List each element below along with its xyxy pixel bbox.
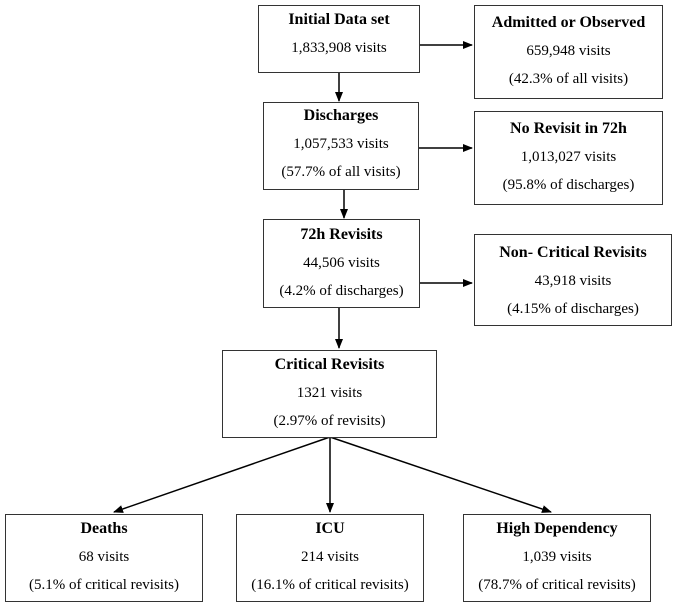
revisits-72h-box: 72h Revisits 44,506 visits (4.2% of disc… (263, 219, 420, 308)
discharges-box: Discharges 1,057,533 visits (57.7% of al… (263, 102, 419, 190)
box-count: 1,833,908 visits (291, 40, 387, 56)
box-percent: (57.7% of all visits) (281, 164, 401, 180)
initial-data-set-box: Initial Data set 1,833,908 visits (258, 5, 420, 73)
box-percent: (78.7% of critical revisits) (478, 577, 636, 593)
box-title: 72h Revisits (300, 226, 383, 243)
box-title: Deaths (80, 520, 128, 537)
box-count: 1,039 visits (522, 549, 592, 565)
box-title: ICU (315, 520, 345, 537)
box-title: Discharges (303, 107, 379, 124)
arrow-critical-to-deaths (113, 436, 331, 513)
box-count: 214 visits (301, 549, 359, 565)
box-count: 1,057,533 visits (293, 136, 389, 152)
box-title: Critical Revisits (274, 356, 385, 373)
admitted-observed-box: Admitted or Observed 659,948 visits (42.… (474, 5, 663, 99)
high-dependency-box: High Dependency 1,039 visits (78.7% of c… (463, 514, 651, 602)
box-percent: (4.15% of discharges) (507, 301, 639, 317)
box-count: 1321 visits (296, 385, 363, 401)
arrow-critical-to-high-dependency (329, 436, 552, 513)
critical-revisits-box: Critical Revisits 1321 visits (2.97% of … (222, 350, 437, 438)
non-critical-revisits-box: Non- Critical Revisits 43,918 visits (4.… (474, 234, 672, 326)
box-percent: (4.2% of discharges) (279, 283, 404, 299)
box-title: Admitted or Observed (491, 14, 646, 31)
box-count: 68 visits (78, 549, 130, 565)
box-percent: (5.1% of critical revisits) (29, 577, 179, 593)
icu-box: ICU 214 visits (16.1% of critical revisi… (236, 514, 424, 602)
box-percent: (16.1% of critical revisits) (251, 577, 409, 593)
box-count: 44,506 visits (303, 255, 380, 271)
box-title: Non- Critical Revisits (499, 244, 647, 261)
box-count: 43,918 visits (534, 273, 612, 289)
box-title: Initial Data set (288, 11, 390, 28)
box-count: 1,013,027 visits (520, 149, 617, 165)
box-percent: (42.3% of all visits) (508, 71, 629, 87)
box-count: 659,948 visits (526, 43, 611, 59)
box-percent: (95.8% of discharges) (502, 177, 635, 193)
box-title: High Dependency (496, 520, 618, 537)
no-revisit-box: No Revisit in 72h 1,013,027 visits (95.8… (474, 111, 663, 205)
deaths-box: Deaths 68 visits (5.1% of critical revis… (5, 514, 203, 602)
box-percent: (2.97% of revisits) (273, 413, 386, 429)
box-title: No Revisit in 72h (510, 120, 627, 137)
